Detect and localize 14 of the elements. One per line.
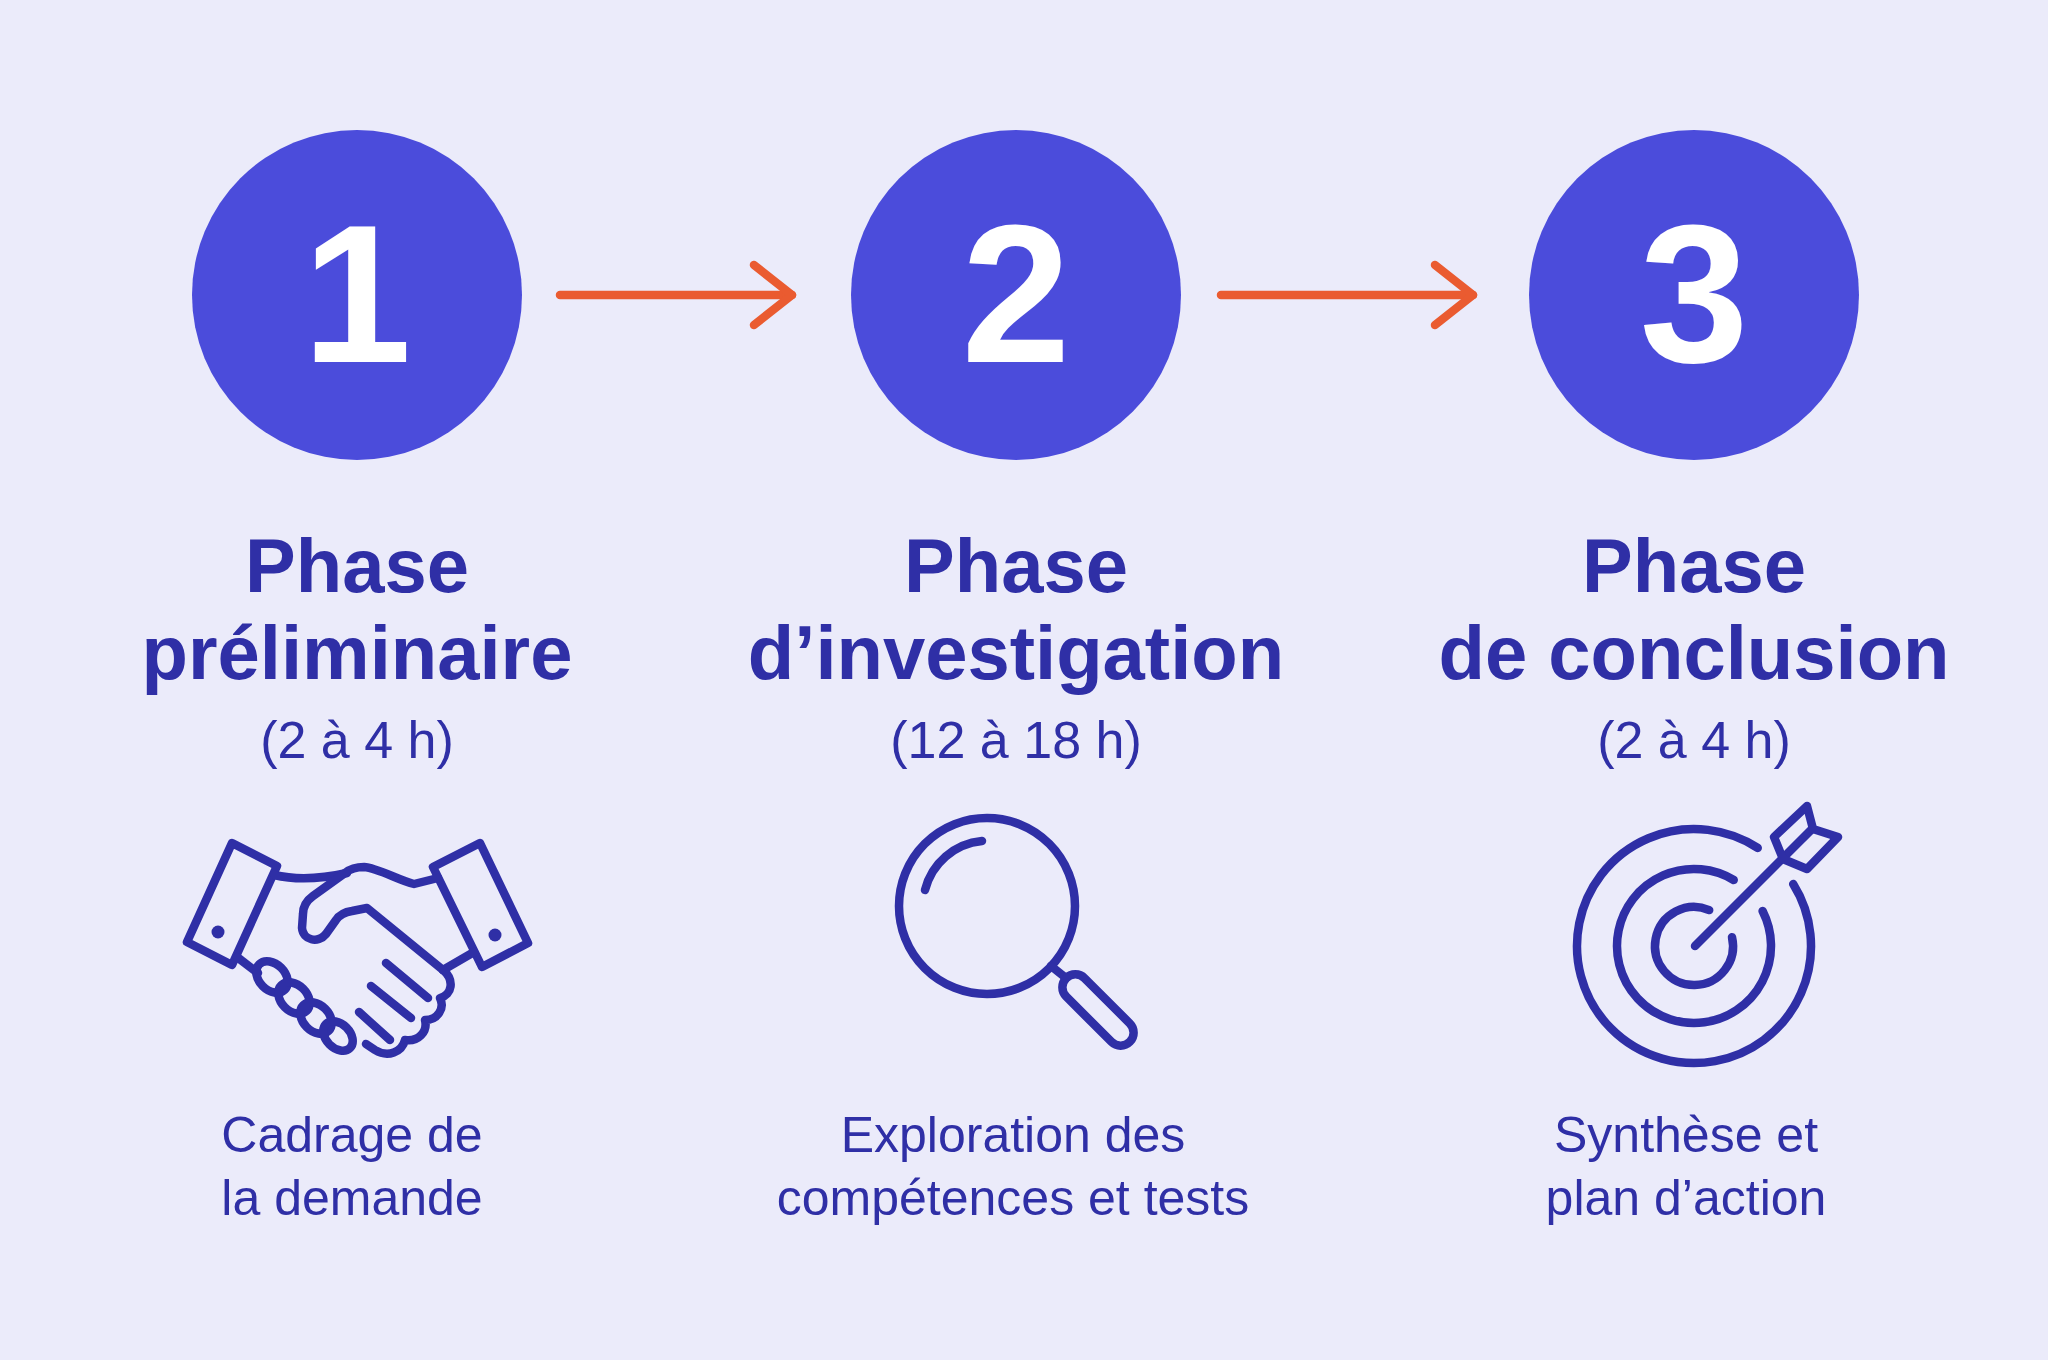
phase-title: Phase de conclusion — [1438, 522, 1950, 696]
step-number: 3 — [1639, 197, 1749, 393]
arrow — [1216, 260, 1478, 330]
step-number: 2 — [961, 197, 1071, 393]
phase-title: Phase d’investigation — [747, 522, 1285, 696]
phase-description: Synthèse et plan d’action — [1544, 1106, 1828, 1228]
step-number: 1 — [302, 197, 412, 393]
phase-duration: (2 à 4 h) — [1597, 710, 1791, 770]
arrow — [555, 260, 797, 330]
phase-duration: (2 à 4 h) — [260, 710, 454, 770]
phase-duration: (12 à 18 h) — [890, 710, 1142, 770]
phase-description: Cadrage de la demande — [220, 1106, 484, 1228]
phase-title: Phase préliminaire — [141, 522, 573, 696]
phase-description: Exploration des compétences et tests — [775, 1106, 1251, 1228]
